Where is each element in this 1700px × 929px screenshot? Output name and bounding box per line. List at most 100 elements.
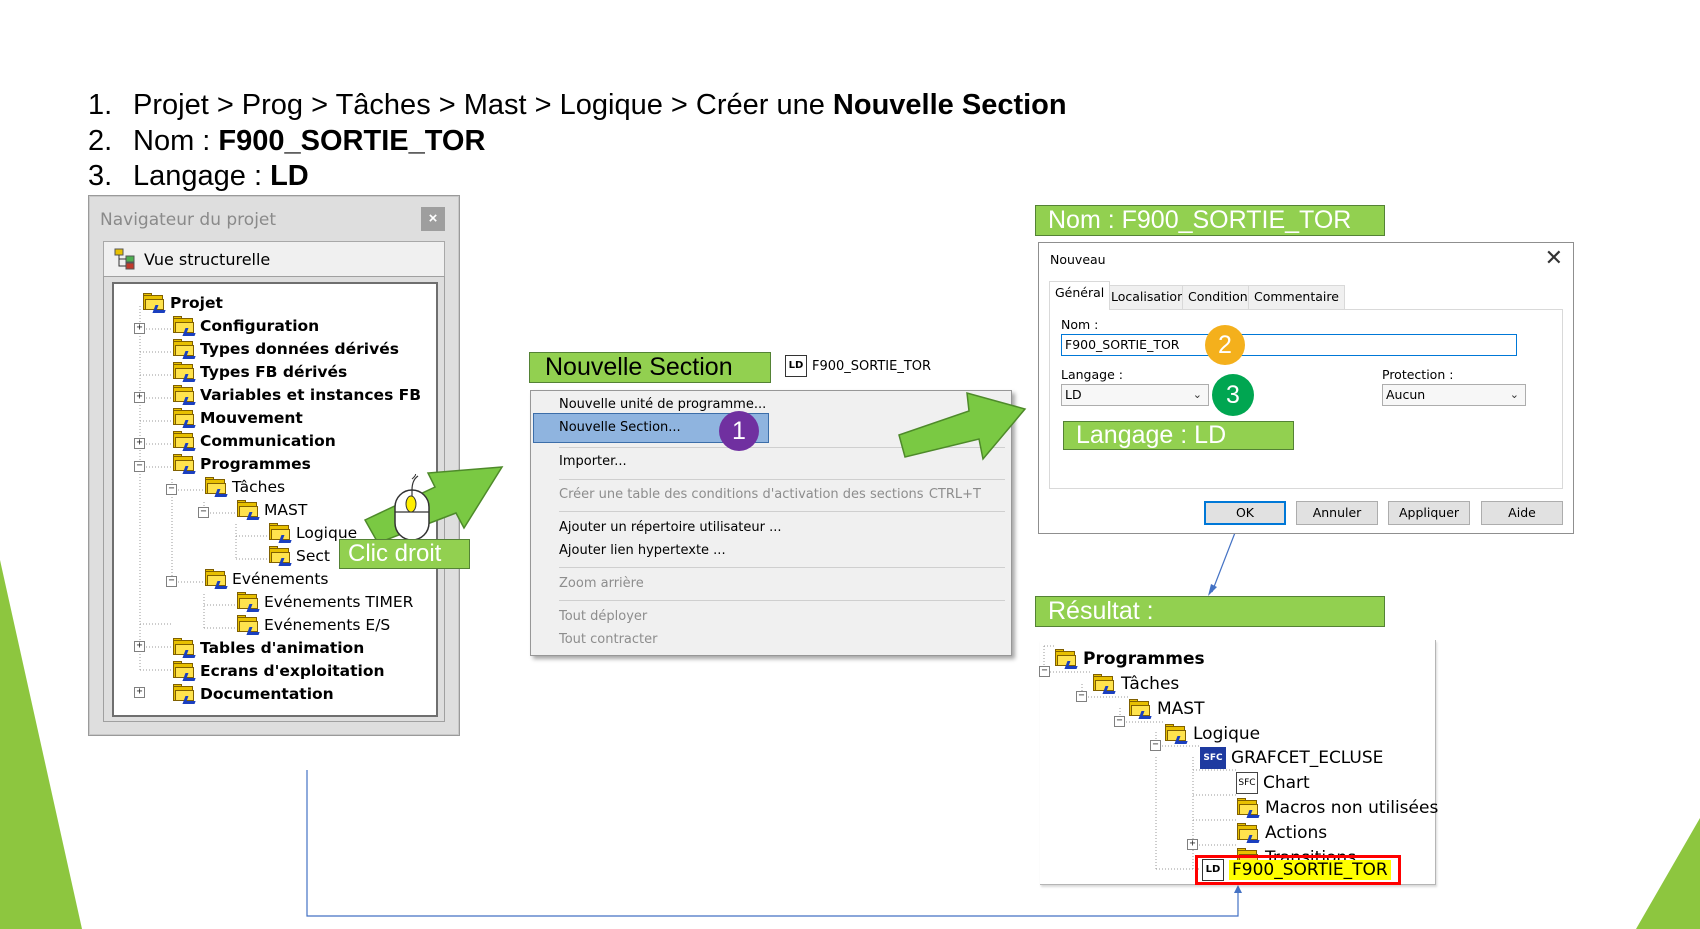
folder-icon xyxy=(1236,822,1262,843)
collapse-result-mast[interactable]: − xyxy=(1076,691,1087,702)
tree-item-sections[interactable]: Sect xyxy=(268,544,330,567)
menu-item-ajouter-repertoire[interactable]: Ajouter un répertoire utilisateur ... xyxy=(559,520,782,535)
expand-communication[interactable]: + xyxy=(134,438,145,449)
navigator-close-button[interactable]: × xyxy=(421,207,445,231)
menu-item-creer-table[interactable]: Créer une table des conditions d'activat… xyxy=(559,487,924,502)
clic-droit-label: Clic droit xyxy=(339,539,470,569)
project-navigator-panel: Navigateur du projet × Vue structurelle xyxy=(88,195,460,736)
tree-item-documentation[interactable]: Documentation xyxy=(172,682,334,705)
structural-view-tab[interactable]: Vue structurelle xyxy=(103,241,445,277)
chevron-down-icon: ⌄ xyxy=(1192,388,1202,401)
tree-item-programmes[interactable]: Programmes xyxy=(172,452,311,475)
folder-icon xyxy=(172,315,198,336)
tree-item-evenements-es[interactable]: Evénements E/S xyxy=(236,613,390,636)
collapse-taches[interactable]: − xyxy=(166,484,177,495)
menu-item-tout-contracter[interactable]: Tout contracter xyxy=(559,632,658,647)
folder-icon xyxy=(1164,723,1190,744)
tree-item-types-fb[interactable]: Types FB dérivés xyxy=(172,360,347,383)
tree-item-variables[interactable]: Variables et instances FB xyxy=(172,383,421,406)
tab-localisation[interactable]: Localisation xyxy=(1105,285,1191,309)
expand-configuration[interactable]: + xyxy=(134,323,145,334)
annuler-button[interactable]: Annuler xyxy=(1296,501,1378,525)
ld-section-icon: LD xyxy=(785,355,807,377)
ok-button[interactable]: OK xyxy=(1204,501,1286,525)
folder-icon xyxy=(172,361,198,382)
decoration-right-triangle xyxy=(1636,818,1700,929)
expand-documentation[interactable]: + xyxy=(134,687,145,698)
navigator-tree-frame: + + + − − − − + + Projet Configuration T… xyxy=(103,276,445,722)
folder-icon xyxy=(172,637,198,658)
folder-icon xyxy=(172,453,198,474)
aide-button[interactable]: Aide xyxy=(1481,501,1563,525)
folder-icon xyxy=(1236,797,1262,818)
tree-item-evenements[interactable]: Evénements xyxy=(204,567,328,590)
context-menu: Nouvelle unité de programme... Nouvelle … xyxy=(530,390,1012,656)
folder-icon xyxy=(172,407,198,428)
menu-separator xyxy=(559,511,1005,512)
collapse-result-grafcet[interactable]: − xyxy=(1150,740,1161,751)
tree-item-tables-animation[interactable]: Tables d'animation xyxy=(172,636,364,659)
appliquer-button[interactable]: Appliquer xyxy=(1388,501,1470,525)
result-item-actions[interactable]: Actions xyxy=(1236,820,1327,845)
instruction-step-2: 2.Nom : F900_SORTIE_TOR xyxy=(88,124,486,157)
instructions: 1.Projet > Prog > Tâches > Mast > Logiqu… xyxy=(88,88,1067,195)
ld-section-tag: LD F900_SORTIE_TOR xyxy=(785,355,931,377)
menu-item-zoom-arriere[interactable]: Zoom arrière xyxy=(559,576,644,591)
collapse-result-taches[interactable]: − xyxy=(1039,666,1050,677)
collapse-evenements[interactable]: − xyxy=(166,576,177,587)
tree-item-ecrans[interactable]: Ecrans d'exploitation xyxy=(172,659,385,682)
ld-section-icon: LD xyxy=(1202,858,1224,881)
collapse-programmes[interactable]: − xyxy=(134,461,145,472)
result-item-taches[interactable]: Tâches xyxy=(1092,671,1179,696)
result-item-mast[interactable]: MAST xyxy=(1128,696,1204,721)
collapse-mast[interactable]: − xyxy=(198,507,209,518)
folder-icon xyxy=(172,338,198,359)
tree-item-mast[interactable]: MAST xyxy=(236,498,307,521)
menu-item-ajouter-lien[interactable]: Ajouter lien hypertexte ... xyxy=(559,543,726,558)
navigator-tree: + + + − − − − + + Projet Configuration T… xyxy=(112,282,438,717)
expand-variables[interactable]: + xyxy=(134,392,145,403)
folder-icon xyxy=(172,683,198,704)
result-item-macros[interactable]: Macros non utilisées xyxy=(1236,795,1438,820)
menu-item-tout-deployer[interactable]: Tout déployer xyxy=(559,609,648,624)
langage-select[interactable]: LD⌄ xyxy=(1061,384,1209,406)
result-item-logique[interactable]: Logique xyxy=(1164,721,1260,746)
tree-item-configuration[interactable]: Configuration xyxy=(172,314,319,337)
folder-icon xyxy=(172,660,198,681)
instruction-step-3: 3.Langage : LD xyxy=(88,160,309,192)
folder-icon xyxy=(268,545,294,566)
dialog-close-icon[interactable]: ✕ xyxy=(1544,246,1563,271)
folder-icon xyxy=(172,430,198,451)
expand-tables-animation[interactable]: + xyxy=(134,641,145,652)
tree-item-evenements-timer[interactable]: Evénements TIMER xyxy=(236,590,413,613)
chevron-down-icon: ⌄ xyxy=(1509,388,1519,401)
tab-commentaire[interactable]: Commentaire xyxy=(1248,285,1345,309)
tree-item-types-donnees[interactable]: Types données dérivés xyxy=(172,337,399,360)
folder-icon xyxy=(268,522,294,543)
result-item-programmes[interactable]: Programmes xyxy=(1054,646,1205,671)
collapse-result-logique[interactable]: − xyxy=(1114,716,1125,727)
tree-item-projet[interactable]: Projet xyxy=(142,291,223,314)
nom-input[interactable]: F900_SORTIE_TOR xyxy=(1061,334,1517,356)
tab-general[interactable]: Général xyxy=(1049,281,1111,310)
result-tree: − − − − + Programmes Tâches MAST Logique… xyxy=(1039,640,1438,885)
expand-result-transitions[interactable]: + xyxy=(1187,839,1198,850)
tree-item-logique[interactable]: Logique xyxy=(268,521,357,544)
menu-shortcut-ctrl-t: CTRL+T xyxy=(928,487,981,502)
menu-item-nouvelle-unite[interactable]: Nouvelle unité de programme... xyxy=(559,397,767,412)
menu-separator xyxy=(559,447,1005,448)
menu-item-importer[interactable]: Importer... xyxy=(559,454,627,469)
tree-item-communication[interactable]: Communication xyxy=(172,429,336,452)
menu-item-nouvelle-section[interactable]: Nouvelle Section... xyxy=(559,420,681,435)
tree-item-taches[interactable]: Tâches xyxy=(204,475,285,498)
protection-select[interactable]: Aucun⌄ xyxy=(1382,384,1526,406)
tree-item-mouvement[interactable]: Mouvement xyxy=(172,406,303,429)
langage-label: Langage : LD xyxy=(1063,421,1294,450)
tab-condition[interactable]: Condition xyxy=(1182,285,1254,309)
structural-view-label: Vue structurelle xyxy=(144,250,271,269)
navigator-title: Navigateur du projet xyxy=(100,210,277,230)
new-section-highlight-box xyxy=(1195,855,1401,885)
